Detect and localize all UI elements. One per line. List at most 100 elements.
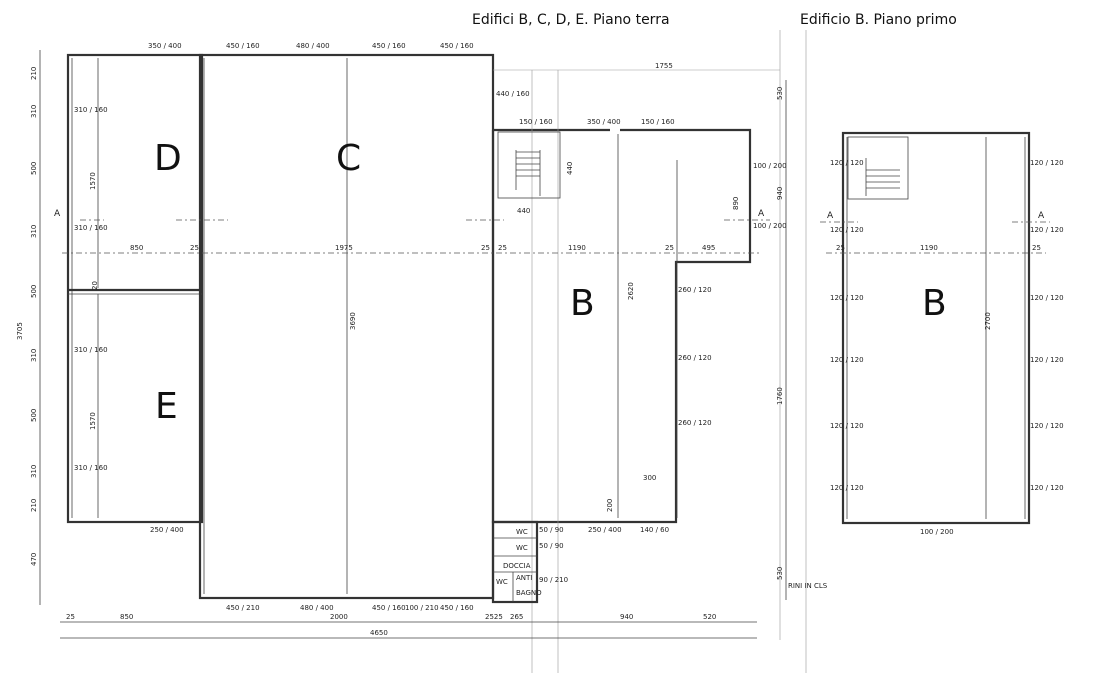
dim-right-1760: 1760 <box>776 387 784 405</box>
callout-260-120-3: 260 / 120 <box>678 419 712 427</box>
callout-450-160-bottom: 450 / 160 <box>372 604 406 612</box>
dim-right-940: 940 <box>776 187 784 200</box>
callout-150-160-1: 150 / 160 <box>519 118 553 126</box>
dim-bottom-25: 25 <box>66 613 75 621</box>
callout-250-400-de: 250 / 400 <box>150 526 184 534</box>
dim-left-310-d: 310 <box>30 465 38 478</box>
dim-first-25-l: 25 <box>836 244 845 252</box>
first-floor-title: Edificio B. Piano primo <box>800 12 957 28</box>
dim-left-500-a: 500 <box>30 162 38 175</box>
dim-bottom-850: 850 <box>120 613 133 621</box>
callout-120-120-fl-5: 120 / 120 <box>830 422 864 430</box>
section-marker-a-first-right: A <box>1038 211 1045 221</box>
dim-c-depth: 3690 <box>349 312 357 330</box>
room-wc-3: WC <box>496 578 508 586</box>
dim-mid-25: 25 <box>190 244 199 252</box>
callout-450-210: 450 / 210 <box>226 604 260 612</box>
stair-b-ground <box>497 131 561 199</box>
dim-left-210-b: 210 <box>30 499 38 512</box>
dim-top-1755: 1755 <box>655 62 673 70</box>
callout-120-120-fr-1: 120 / 120 <box>1030 159 1064 167</box>
dim-left-310-a: 310 <box>30 105 38 118</box>
dim-mid-1975: 1975 <box>335 244 353 252</box>
dim-gap-20: 20 <box>91 281 99 290</box>
dim-bottom-520: 520 <box>703 613 716 621</box>
label-building-d: D <box>154 138 182 179</box>
dim-gap-200: 200 <box>606 499 614 512</box>
callout-100-200-first: 100 / 200 <box>920 528 954 536</box>
callout-90-210: 90 / 210 <box>539 576 568 584</box>
dim-mid-25-d: 25 <box>665 244 674 252</box>
callout-310-160-3: 310 / 160 <box>74 346 108 354</box>
dim-right-530-a: 530 <box>776 87 784 100</box>
callout-100-200-2: 100 / 200 <box>753 222 787 230</box>
callout-120-120-fl-6: 120 / 120 <box>830 484 864 492</box>
dim-right-530-b: 530 <box>776 567 784 580</box>
callout-450-160-top-3: 450 / 160 <box>440 42 474 50</box>
room-wc-2: WC <box>516 544 528 552</box>
callout-350-400-b: 350 / 400 <box>587 118 621 126</box>
label-building-e: E <box>155 386 178 427</box>
dim-left-310-b: 310 <box>30 225 38 238</box>
callout-120-120-fl-2: 120 / 120 <box>830 226 864 234</box>
room-bagno: BAGNO <box>516 589 542 597</box>
dim-mid-850: 850 <box>130 244 143 252</box>
dim-stair-440-h: 440 <box>517 207 530 215</box>
callout-450-160-bottom-2: 450 / 160 <box>440 604 474 612</box>
dim-left-310-c: 310 <box>30 349 38 362</box>
dim-bottom-265: 265 <box>510 613 523 621</box>
callout-260-120-1: 260 / 120 <box>678 286 712 294</box>
dim-d-1570: 1570 <box>89 172 97 190</box>
section-marker-a-first-left: A <box>827 211 834 221</box>
label-building-c: C <box>336 138 361 179</box>
callout-150-160-2: 150 / 160 <box>641 118 675 126</box>
dim-gap-890: 890 <box>732 197 740 210</box>
dim-mid-25-c: 25 <box>498 244 507 252</box>
building-c-walls <box>198 53 495 600</box>
callout-50-90-1: 50 / 90 <box>539 526 564 534</box>
callout-310-160-4: 310 / 160 <box>74 464 108 472</box>
dim-mid-25-b: 25 <box>481 244 490 252</box>
dim-b-depth: 2620 <box>627 282 635 300</box>
ground-floor-title: Edifici B, C, D, E. Piano terra <box>472 12 670 28</box>
pillars-note: RINI IN CLS <box>788 582 828 590</box>
section-marker-a-left: A <box>54 209 61 219</box>
dim-mid-495: 495 <box>702 244 715 252</box>
dim-stair-440-v: 440 <box>566 162 574 175</box>
dim-e-1570: 1570 <box>89 412 97 430</box>
callout-450-160-top-1: 450 / 160 <box>226 42 260 50</box>
room-wc-1: WC <box>516 528 528 536</box>
dim-left-500-b: 500 <box>30 285 38 298</box>
callout-260-120-2: 260 / 120 <box>678 354 712 362</box>
building-b-first-walls <box>820 131 1050 525</box>
room-doccia: DOCCIA <box>503 562 531 570</box>
dim-first-depth: 2700 <box>984 312 992 330</box>
callout-350-400-top: 350 / 400 <box>148 42 182 50</box>
callout-480-400-top: 480 / 400 <box>296 42 330 50</box>
callout-120-120-fr-3: 120 / 120 <box>1030 294 1064 302</box>
callout-440-160: 440 / 160 <box>496 90 530 98</box>
dim-left-total: 3705 <box>16 322 24 340</box>
callout-140-60: 140 / 60 <box>640 526 669 534</box>
callout-120-120-fl-1: 120 / 120 <box>830 159 864 167</box>
callout-450-160-top-2: 450 / 160 <box>372 42 406 50</box>
callout-480-400-bottom: 480 / 400 <box>300 604 334 612</box>
label-building-b-first: B <box>922 283 947 324</box>
dim-left-500-c: 500 <box>30 409 38 422</box>
room-anti: ANTI <box>516 574 532 582</box>
dim-gap-300: 300 <box>643 474 656 482</box>
callout-100-210: 100 / 210 <box>405 604 439 612</box>
callout-100-200-1: 100 / 200 <box>753 162 787 170</box>
callout-120-120-fr-4: 120 / 120 <box>1030 356 1064 364</box>
dim-first-1190: 1190 <box>920 244 938 252</box>
callout-120-120-fl-4: 120 / 120 <box>830 356 864 364</box>
callout-120-120-fr-2: 120 / 120 <box>1030 226 1064 234</box>
callout-50-90-2: 50 / 90 <box>539 542 564 550</box>
dim-bottom-2000: 2000 <box>330 613 348 621</box>
building-b-ground-walls <box>491 30 807 673</box>
callout-310-160-2: 310 / 160 <box>74 224 108 232</box>
callout-120-120-fl-3: 120 / 120 <box>830 294 864 302</box>
callout-250-400: 250 / 400 <box>588 526 622 534</box>
dim-bottom-total: 4650 <box>370 629 388 637</box>
